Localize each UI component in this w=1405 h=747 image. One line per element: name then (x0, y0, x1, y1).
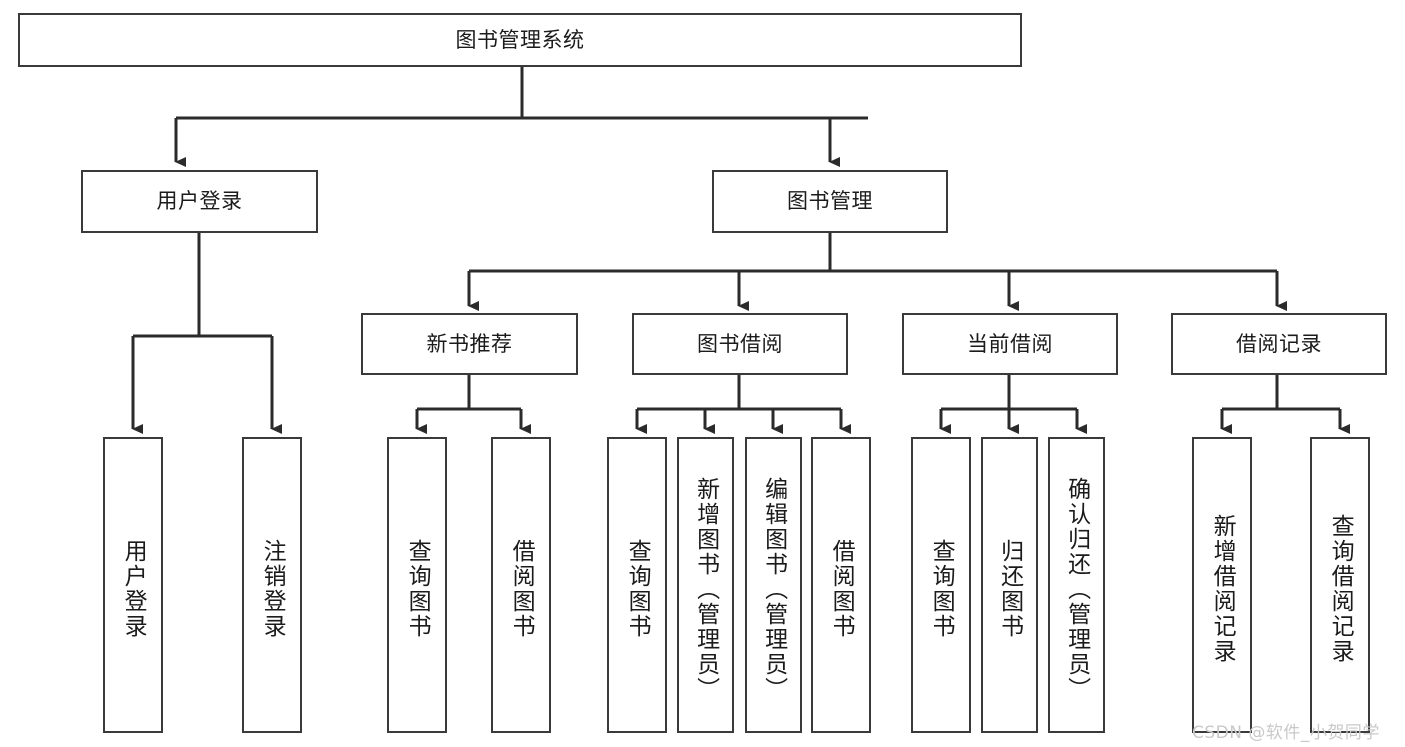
leaf-current-borrow-1[interactable]: 查询图书 (911, 437, 971, 733)
leaf-user-login-1-label: 用户登录 (120, 539, 147, 639)
leaf-book-borrow-4[interactable]: 借阅图书 (811, 437, 871, 733)
leaf-borrow-record-1-label: 新增借阅记录 (1209, 514, 1236, 664)
leaf-new-book-1-label: 查询图书 (404, 539, 431, 639)
leaf-borrow-record-2[interactable]: 查询借阅记录 (1310, 437, 1370, 733)
leaf-book-borrow-1-label: 查询图书 (624, 539, 651, 639)
node-user-login-label: 用户登录 (156, 189, 243, 214)
leaf-book-borrow-1[interactable]: 查询图书 (607, 437, 667, 733)
node-book-manage[interactable]: 图书管理 (712, 170, 948, 233)
leaf-current-borrow-3-label: 确认归还（管理员） (1063, 476, 1090, 702)
leaf-book-borrow-2[interactable]: 新增图书（管理员） (677, 437, 734, 733)
leaf-new-book-2-label: 借阅图书 (508, 539, 535, 639)
node-new-book-recommend[interactable]: 新书推荐 (361, 313, 578, 375)
node-root-label: 图书管理系统 (455, 27, 585, 52)
leaf-book-borrow-3[interactable]: 编辑图书（管理员） (745, 437, 802, 733)
leaf-new-book-1[interactable]: 查询图书 (387, 437, 447, 733)
leaf-borrow-record-2-label: 查询借阅记录 (1327, 514, 1354, 664)
node-borrow-record[interactable]: 借阅记录 (1171, 313, 1387, 375)
node-current-borrow-label: 当前借阅 (967, 331, 1053, 356)
leaf-user-login-1[interactable]: 用户登录 (103, 437, 163, 733)
leaf-borrow-record-1[interactable]: 新增借阅记录 (1192, 437, 1252, 733)
node-current-borrow[interactable]: 当前借阅 (902, 313, 1118, 375)
leaf-book-borrow-4-label: 借阅图书 (828, 539, 855, 639)
leaf-book-borrow-2-label: 新增图书（管理员） (692, 476, 719, 702)
node-new-book-recommend-label: 新书推荐 (426, 331, 513, 356)
node-root[interactable]: 图书管理系统 (18, 13, 1022, 67)
node-book-borrow[interactable]: 图书借阅 (632, 313, 848, 375)
leaf-current-borrow-2[interactable]: 归还图书 (981, 437, 1038, 733)
leaf-current-borrow-2-label: 归还图书 (996, 539, 1023, 639)
csdn-watermark: CSDN @软件_小贺同学 (1192, 723, 1380, 743)
node-borrow-record-label: 借阅记录 (1236, 331, 1322, 356)
leaf-user-login-2[interactable]: 注销登录 (242, 437, 302, 733)
node-book-borrow-label: 图书借阅 (697, 331, 783, 356)
leaf-current-borrow-3[interactable]: 确认归还（管理员） (1048, 437, 1105, 733)
leaf-user-login-2-label: 注销登录 (259, 539, 286, 639)
leaf-book-borrow-3-label: 编辑图书（管理员） (760, 476, 787, 702)
node-book-manage-label: 图书管理 (787, 189, 873, 214)
leaf-new-book-2[interactable]: 借阅图书 (491, 437, 551, 733)
leaf-current-borrow-1-label: 查询图书 (928, 539, 955, 639)
node-user-login[interactable]: 用户登录 (81, 170, 318, 233)
